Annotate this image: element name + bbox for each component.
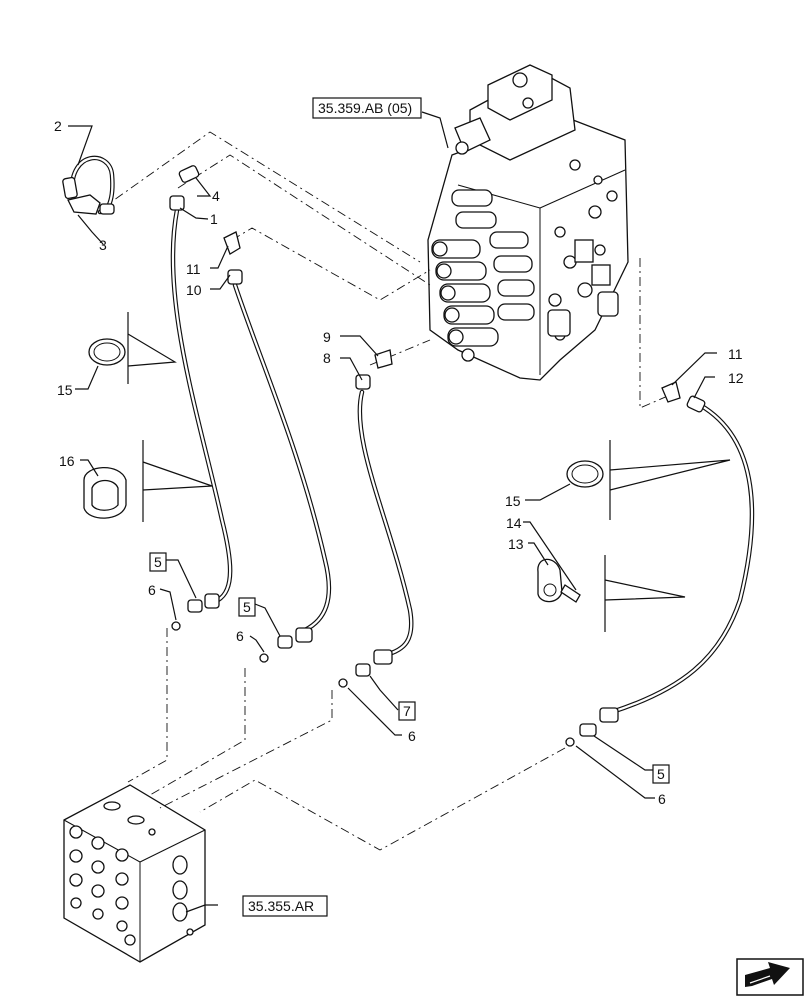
block-reference-label: 35.355.AR (248, 898, 314, 914)
next-page-arrow-icon[interactable] (736, 958, 804, 996)
boxed-callout-7: 7 (403, 703, 411, 719)
callout-4: 4 (212, 188, 220, 204)
callout-11: 11 (728, 346, 743, 362)
callout-12: 12 (728, 370, 744, 386)
callout-2: 2 (54, 118, 62, 134)
detail-markers (127, 312, 731, 632)
boxed-callout-5: 5 (657, 766, 665, 782)
boxed-callouts: 5 5 7 5 (149, 552, 670, 784)
callout-10: 10 (186, 282, 202, 298)
callout-15: 15 (57, 382, 73, 398)
callout-8: 8 (323, 350, 331, 366)
reference-boxes: 35.359.AB (05) 35.355.AR (242, 97, 422, 917)
callout-15: 15 (505, 493, 521, 509)
callout-14: 14 (506, 515, 522, 531)
leader-lines (68, 111, 717, 913)
hoses (69, 155, 755, 715)
callout-11: 11 (186, 261, 201, 277)
callout-6: 6 (148, 582, 156, 598)
callout-16: 16 (59, 453, 75, 469)
callout-9: 9 (323, 329, 331, 345)
boxed-callout-5: 5 (154, 554, 162, 570)
callout-6: 6 (408, 728, 416, 744)
clamps (83, 338, 604, 603)
valve-reference-label: 35.359.AB (05) (318, 100, 412, 116)
callout-1: 1 (210, 211, 218, 227)
callout-3: 3 (99, 237, 107, 253)
callout-13: 13 (508, 536, 524, 552)
valve-ports (547, 159, 619, 341)
valve-spools (431, 189, 535, 362)
routing-lines (99, 131, 671, 851)
fittings (62, 165, 706, 747)
control-valve-assembly (427, 64, 629, 381)
callout-numbers: 2 3 4 1 11 10 9 8 11 12 15 16 15 14 13 6… (54, 118, 744, 807)
callout-6: 6 (236, 628, 244, 644)
boxed-callout-5: 5 (243, 599, 251, 615)
callout-6: 6 (658, 791, 666, 807)
manifold-block (63, 784, 206, 963)
